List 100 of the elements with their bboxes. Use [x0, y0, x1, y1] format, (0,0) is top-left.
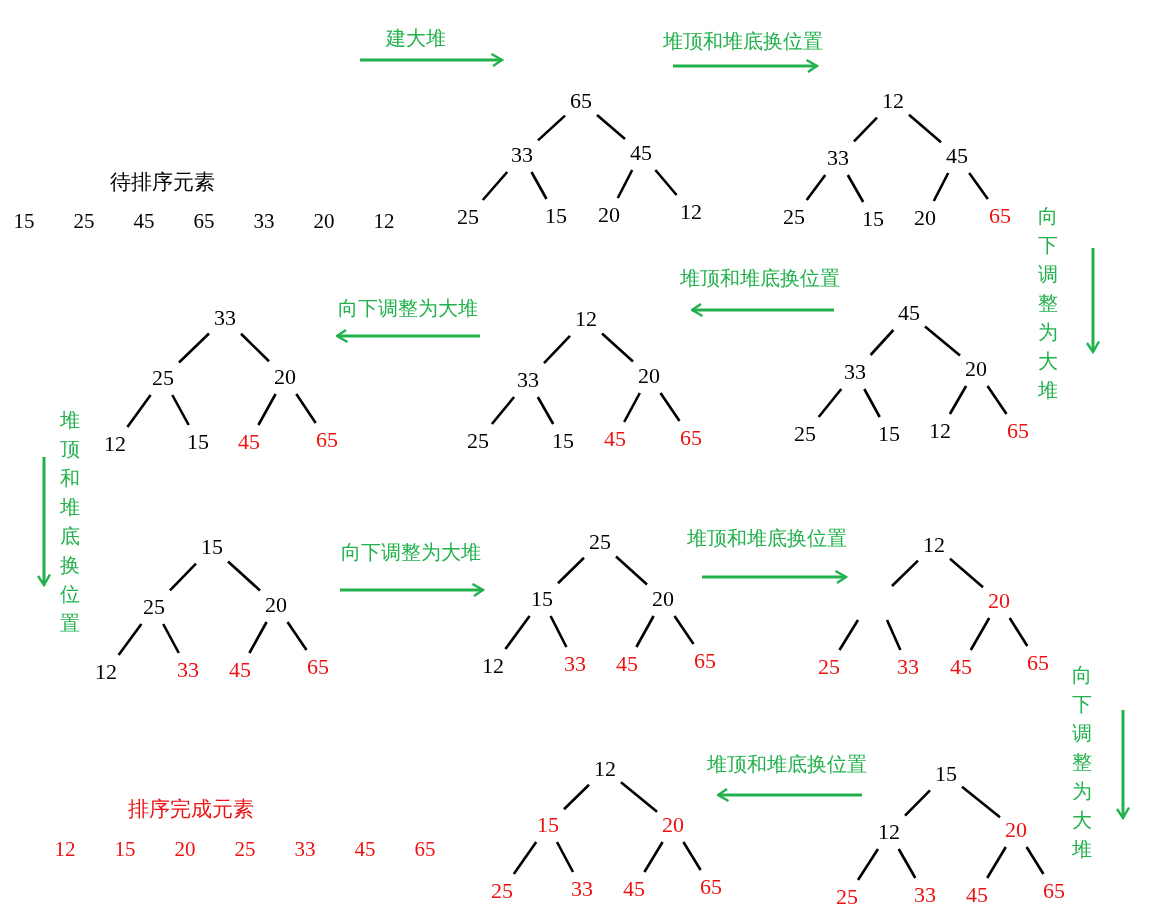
heap-value: 12	[570, 302, 602, 336]
tree-branch	[623, 392, 641, 423]
heap-value: 45	[233, 425, 265, 459]
heap-value: 25	[778, 200, 810, 234]
heap-value: 65	[311, 423, 343, 457]
heap-value: 33	[839, 355, 871, 389]
step-label: 堆顶和堆底换位置	[60, 408, 80, 636]
heap-value: 25	[138, 590, 170, 624]
heap-value: 15	[196, 530, 228, 564]
tree-branch	[248, 621, 268, 654]
value-label: 65	[193, 209, 215, 233]
caption-text: 待排序元素	[109, 170, 215, 194]
tree-branch	[885, 619, 902, 651]
heap-value: 33	[512, 363, 544, 397]
heap-value: 65	[1002, 414, 1034, 448]
heap-value: 45	[625, 136, 657, 170]
tree-branch	[863, 388, 881, 418]
tree-branch	[549, 615, 568, 648]
tree-branch	[949, 557, 984, 589]
heap-value: 15	[526, 582, 558, 616]
heap-value: 20	[647, 582, 679, 616]
tree-branch	[856, 848, 880, 881]
tree-branch	[615, 555, 648, 586]
heap-value: 25	[486, 874, 518, 908]
heap-value: 33	[822, 141, 854, 175]
step-label: 向下调整为大堆	[338, 296, 478, 320]
heap-value: 33	[909, 878, 941, 912]
heap-value: 45	[618, 872, 650, 906]
tree-branch	[897, 848, 917, 879]
heap-value: 20	[260, 588, 292, 622]
tree-branch	[543, 334, 571, 365]
heap-value: 45	[224, 653, 256, 687]
heap-value: 15	[532, 808, 564, 842]
value-label: 65	[414, 837, 436, 861]
tree-branch	[126, 394, 152, 428]
tree-branch	[162, 623, 180, 654]
tree-branch	[682, 841, 702, 871]
heap-value: 65	[302, 650, 334, 684]
step-label: 堆顶和堆底换位置	[680, 266, 840, 290]
tree-branch	[846, 174, 865, 203]
value-label: 33	[294, 837, 316, 861]
heap-value: 25	[584, 525, 616, 559]
tree-branch	[635, 615, 655, 648]
heap-value: 12	[873, 815, 905, 849]
heap-value: 25	[831, 880, 863, 914]
tree-branch	[227, 560, 261, 592]
tree-branch	[932, 172, 950, 202]
heap-value: 65	[695, 870, 727, 904]
heap-value: 15	[540, 199, 572, 233]
heap-value: 65	[1038, 874, 1070, 908]
heap-value: 15	[857, 202, 889, 236]
tree-branch	[869, 329, 895, 356]
value-label: 45	[133, 209, 155, 233]
heap-value: 12	[675, 195, 707, 229]
tree-branch	[969, 617, 991, 651]
tree-branch	[817, 388, 843, 418]
tree-branch	[481, 171, 509, 201]
tree-branch	[257, 393, 277, 426]
tree-branch	[490, 396, 516, 425]
heap-value: 45	[961, 878, 993, 912]
heap-value: 20	[657, 808, 689, 842]
tree-branch	[240, 332, 270, 363]
heap-value: 65	[984, 199, 1016, 233]
heap-value: 65	[675, 421, 707, 455]
heap-value: 65	[565, 84, 597, 118]
heap-value: 12	[877, 84, 909, 118]
value-label: 33	[253, 209, 275, 233]
tree-branch	[620, 781, 658, 813]
tree-branch	[178, 332, 210, 364]
value-label: 12	[54, 837, 76, 861]
heap-value: 25	[813, 650, 845, 684]
tree-branch	[961, 785, 1001, 819]
tree-branch	[908, 113, 942, 144]
tree-branch	[616, 169, 634, 199]
tree-branch	[530, 171, 548, 200]
heap-value: 25	[452, 200, 484, 234]
heap-value: 45	[941, 139, 973, 173]
tree-branch	[512, 841, 538, 875]
tree-branch	[563, 783, 590, 811]
value-label: 12	[373, 209, 395, 233]
tree-branch	[673, 615, 695, 645]
tree-branch	[654, 169, 678, 196]
heap-value: 33	[566, 872, 598, 906]
heap-value: 20	[983, 584, 1015, 618]
tree-branch	[555, 841, 575, 873]
heap-value: 45	[599, 422, 631, 456]
tree-branch	[968, 172, 989, 200]
value-label: 25	[73, 209, 95, 233]
step-label: 建大堆	[386, 26, 446, 50]
heap-value: 45	[611, 647, 643, 681]
tree-branch	[838, 619, 860, 651]
tree-branch	[557, 556, 585, 585]
heap-value: 65	[1022, 646, 1054, 680]
value-label: 20	[174, 837, 196, 861]
tree-branch	[1008, 617, 1029, 647]
value-label: 15	[13, 209, 35, 233]
heap-value: 25	[147, 361, 179, 395]
heap-value: 12	[90, 655, 122, 689]
tree-branch	[504, 615, 531, 650]
heap-value: 12	[918, 528, 950, 562]
